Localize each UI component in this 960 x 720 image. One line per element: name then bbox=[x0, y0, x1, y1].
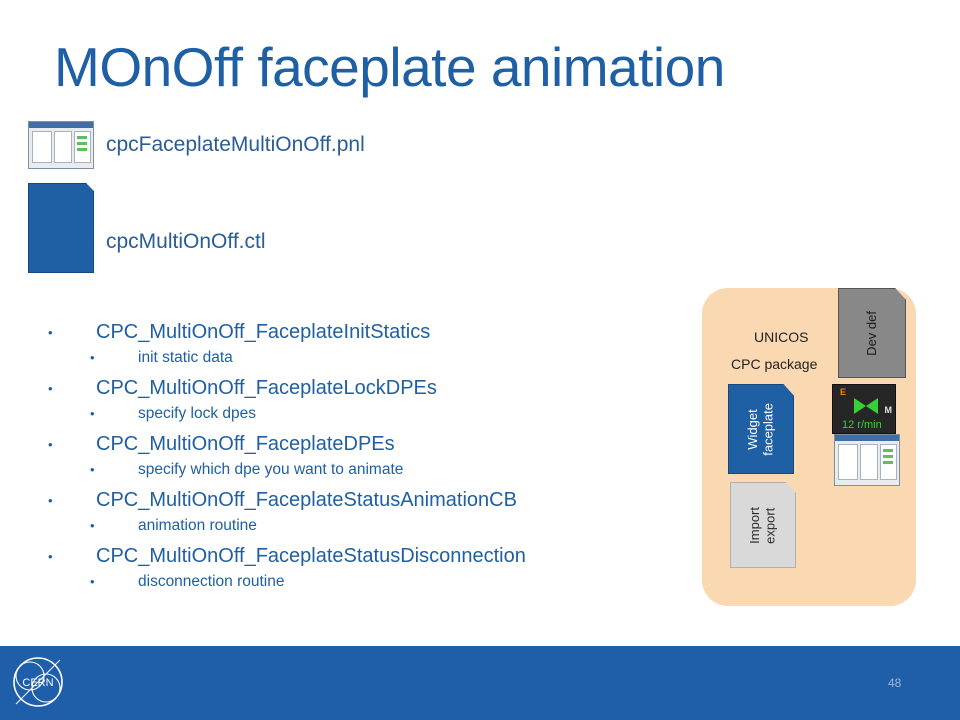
import-export-label: Import export bbox=[747, 507, 778, 544]
script-file-name: cpcMultiOnOff.ctl bbox=[106, 230, 266, 253]
bullet-icon: • bbox=[90, 462, 95, 477]
bullet-icon: • bbox=[90, 406, 95, 421]
function-item: • CPC_MultiOnOff_FaceplateInitStatics bbox=[40, 318, 660, 347]
function-desc: • disconnection routine bbox=[40, 571, 660, 598]
function-item: • CPC_MultiOnOff_FaceplateDPEs bbox=[40, 430, 660, 459]
devdef-card: Dev def bbox=[838, 288, 906, 378]
file-row-panel: cpcFaceplateMultiOnOff.pnl bbox=[28, 121, 365, 169]
valve-icon bbox=[854, 398, 878, 414]
widget-speed-readout: 12 r/min bbox=[842, 419, 882, 431]
widget-faceplate-card: Widget faceplate bbox=[728, 384, 794, 474]
widget-label-line1: Widget bbox=[745, 408, 761, 450]
page-number: 48 bbox=[888, 676, 902, 690]
bullet-icon: • bbox=[48, 549, 53, 564]
cern-logo-icon: CERN bbox=[13, 657, 63, 707]
widget-label-line2: faceplate bbox=[761, 402, 776, 456]
import-export-card: Import export bbox=[730, 482, 796, 568]
bullet-icon: • bbox=[90, 350, 95, 365]
function-item: • CPC_MultiOnOff_FaceplateStatusAnimation… bbox=[40, 486, 660, 515]
function-desc-text: init static data bbox=[138, 349, 233, 366]
svg-text:CERN: CERN bbox=[22, 677, 53, 689]
bullet-icon: • bbox=[48, 437, 53, 452]
bullet-icon: • bbox=[48, 381, 53, 396]
function-name: CPC_MultiOnOff_FaceplateDPEs bbox=[96, 433, 395, 455]
slide-footer: CERN 48 bbox=[0, 646, 960, 720]
function-item: • CPC_MultiOnOff_FaceplateLockDPEs bbox=[40, 374, 660, 403]
widget-faceplate-label: Widget faceplate bbox=[745, 403, 776, 456]
widget-e-letter: E bbox=[840, 387, 847, 397]
function-name: CPC_MultiOnOff_FaceplateStatusDisconnect… bbox=[96, 545, 526, 567]
function-list: •CPC_MultiOnOff_FaceplateInitStatics •in… bbox=[40, 318, 660, 598]
function-desc-text: disconnection routine bbox=[138, 573, 285, 590]
script-document-icon bbox=[28, 183, 94, 273]
bullet-icon: • bbox=[48, 325, 53, 340]
function-item: • CPC_MultiOnOff_FaceplateStatusDisconnec… bbox=[40, 542, 660, 571]
panel-thumbnail-icon bbox=[28, 121, 94, 169]
package-title-line2: CPC package bbox=[731, 356, 818, 372]
bullet-icon: • bbox=[48, 493, 53, 508]
package-title-line1: UNICOS bbox=[754, 329, 809, 345]
function-name: CPC_MultiOnOff_FaceplateInitStatics bbox=[96, 321, 431, 343]
function-desc: • init static data bbox=[40, 347, 660, 374]
widget-preview: E M 12 r/min bbox=[832, 384, 896, 434]
devdef-label: Dev def bbox=[864, 310, 880, 356]
function-desc-text: animation routine bbox=[138, 517, 257, 534]
function-name: CPC_MultiOnOff_FaceplateLockDPEs bbox=[96, 377, 437, 399]
import-label-line1: Import bbox=[747, 506, 763, 544]
bullet-icon: • bbox=[90, 518, 95, 533]
file-row-script: cpcMultiOnOff.ctl bbox=[28, 183, 266, 273]
function-desc: • animation routine bbox=[40, 515, 660, 542]
function-desc: • specify lock dpes bbox=[40, 403, 660, 430]
unicos-package-diagram: UNICOS CPC package Dev def Widget facepl… bbox=[702, 288, 916, 606]
slide-title: MOnOff faceplate animation bbox=[54, 36, 725, 98]
function-name: CPC_MultiOnOff_FaceplateStatusAnimationC… bbox=[96, 489, 517, 511]
panel-file-name: cpcFaceplateMultiOnOff.pnl bbox=[106, 133, 365, 156]
function-desc: • specify which dpe you want to animate bbox=[40, 459, 660, 486]
faceplate-thumbnail-icon bbox=[834, 434, 900, 486]
import-label-line2: export bbox=[763, 506, 778, 544]
bullet-icon: • bbox=[90, 574, 95, 589]
function-desc-text: specify lock dpes bbox=[138, 405, 257, 422]
function-desc-text: specify which dpe you want to animate bbox=[138, 461, 404, 478]
widget-m-letter: M bbox=[884, 405, 893, 415]
